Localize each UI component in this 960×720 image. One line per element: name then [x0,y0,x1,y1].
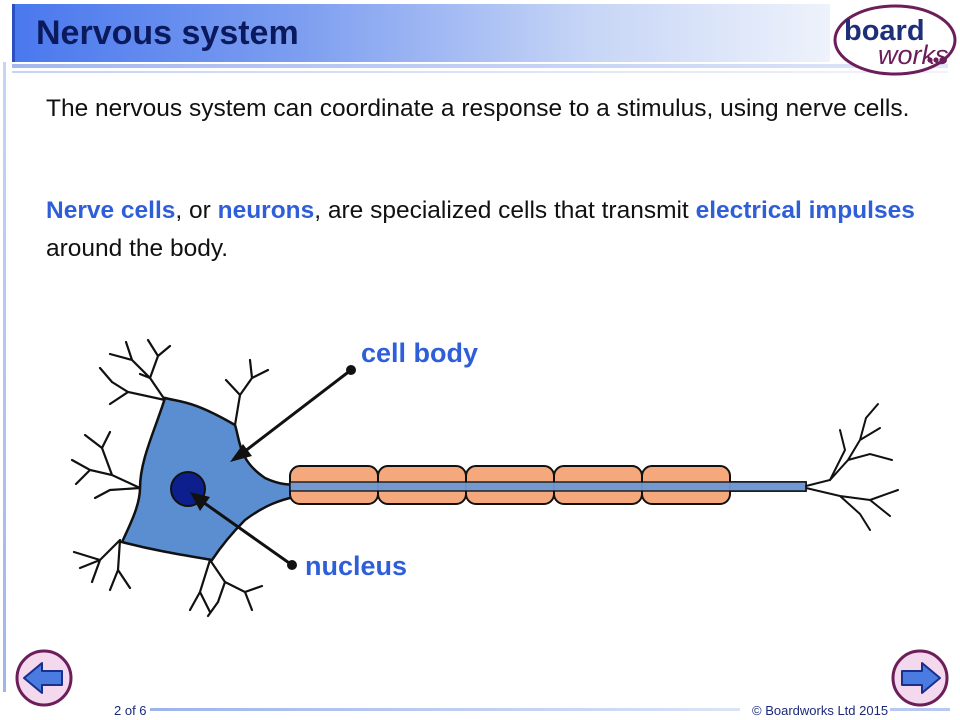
title-bar [12,4,830,62]
label-cell-body: cell body [361,338,479,368]
term-electrical-impulses: electrical impulses [695,197,915,224]
label-nucleus: nucleus [305,551,408,581]
page-indicator: 2 of 6 [114,703,147,718]
left-border [3,62,6,692]
neuron-diagram [70,338,899,618]
term-neurons: neurons [217,197,315,224]
boardworks-logo: board works [833,4,957,76]
previous-slide-button[interactable] [14,648,74,708]
logo-text-board: board [844,15,925,47]
dendrites [70,338,270,618]
nucleus-pointer [190,492,297,570]
title-divider-thin [12,71,948,73]
footer-divider [150,708,740,711]
arrow-right-icon [891,649,949,707]
next-slide-button[interactable] [890,648,950,708]
intro-paragraph: The nervous system can coordinate a resp… [46,95,910,122]
arrow-left-icon [15,649,73,707]
footer-divider-right [890,708,950,711]
definition-paragraph: Nerve cells, or neurons, are specialized… [46,197,915,262]
title-divider [12,64,948,68]
page-title: Nervous system [36,14,299,52]
cell-body-pointer [230,365,356,462]
copyright-text: © Boardworks Ltd 2015 [752,703,889,718]
term-nerve-cells: Nerve cells [46,197,176,224]
cell-body-shape [120,396,300,562]
axon-terminal [805,403,899,531]
logo-text-works: works [878,40,949,70]
